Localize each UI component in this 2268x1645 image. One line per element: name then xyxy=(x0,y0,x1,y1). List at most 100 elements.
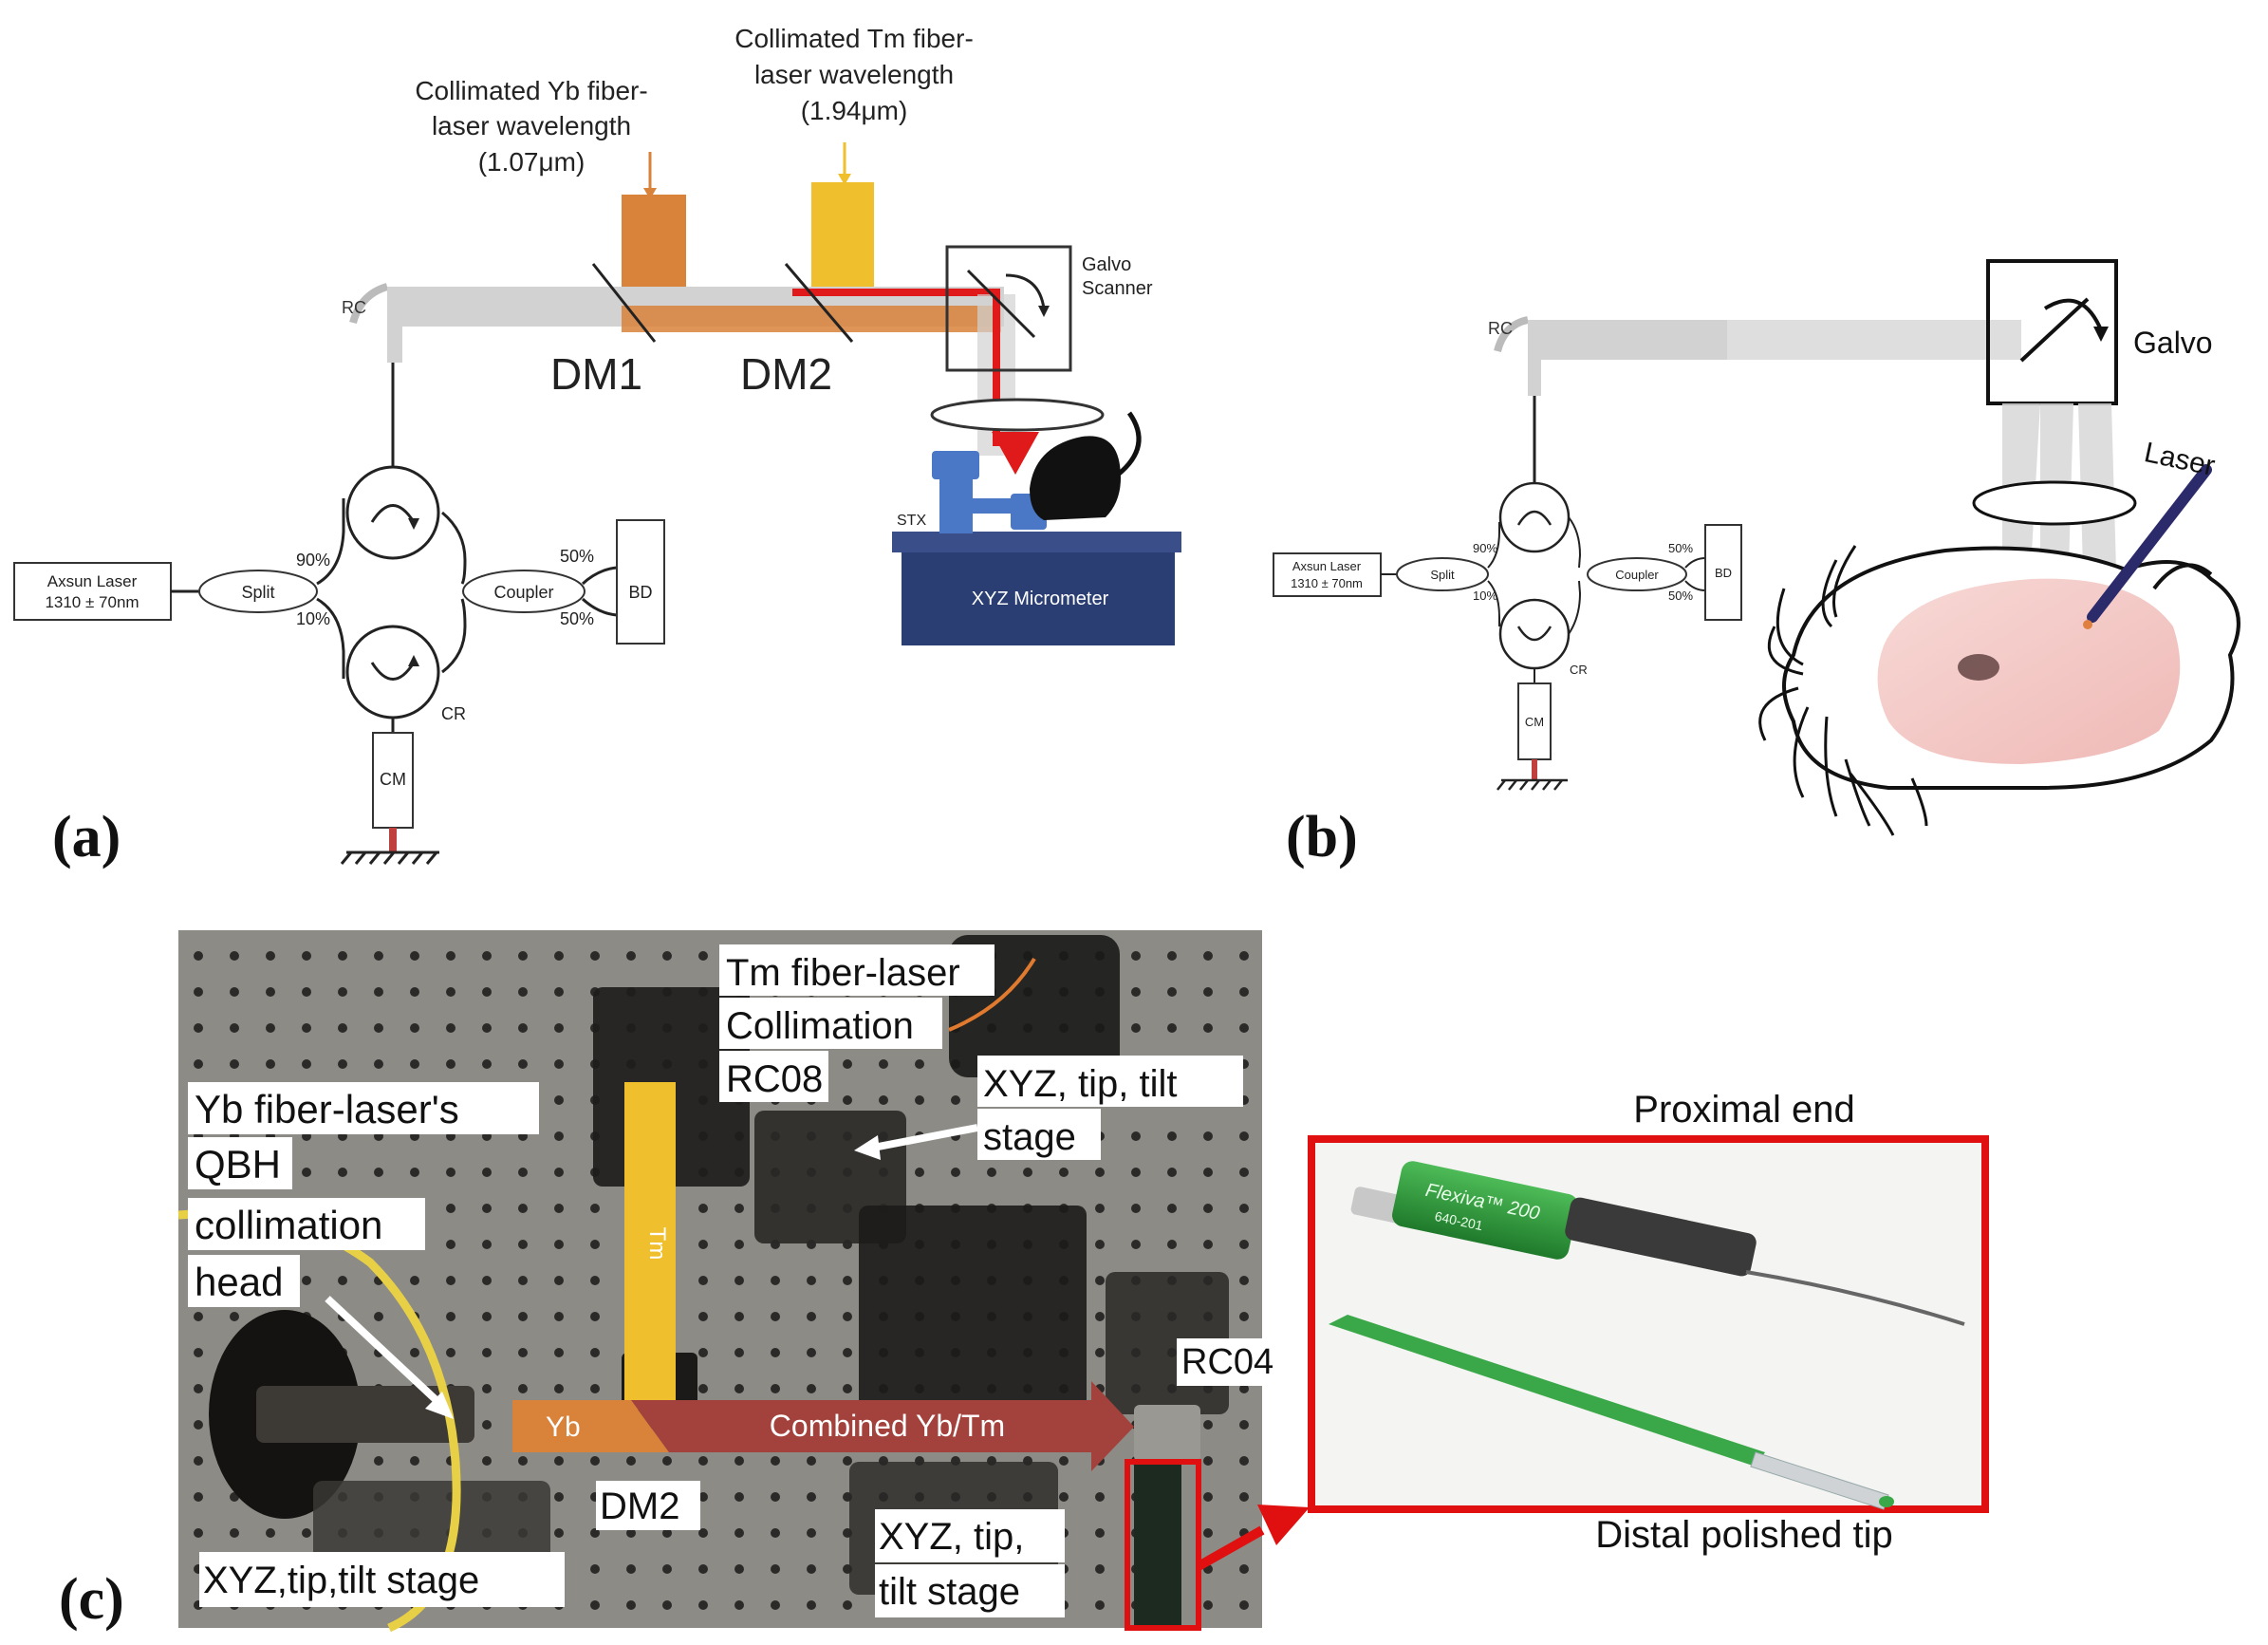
axsun-laser-b-line2: 1310 ± 70nm xyxy=(1291,576,1363,590)
tm-input-arrow-head xyxy=(838,174,851,185)
circulator-top-arrowhead xyxy=(408,518,419,530)
xyz-stage-left-label-bg xyxy=(199,1552,565,1607)
split-label-b: Split xyxy=(1430,568,1455,582)
tm-stage-pointer-arrow-head xyxy=(854,1135,881,1160)
laser-label-b: Laser xyxy=(2142,437,2218,482)
yb-qbh-label-bg1 xyxy=(188,1082,539,1134)
dm2-label: DM2 xyxy=(740,349,832,399)
yb-input-arrow-head xyxy=(643,188,657,199)
bd-box xyxy=(616,519,665,645)
fiber-coupler-to-bd-top xyxy=(581,566,618,586)
tissue-region xyxy=(1877,578,2181,764)
tm-collimation-line3: RC08 xyxy=(726,1058,823,1100)
coupler-b xyxy=(1587,557,1687,591)
xyz-micrometer-label: XYZ Micrometer xyxy=(972,589,1109,609)
inset-source-box xyxy=(1125,1459,1201,1631)
equipment-left-bar xyxy=(256,1386,474,1443)
coupler-label: Coupler xyxy=(493,583,553,602)
focused-beam xyxy=(992,432,1039,475)
rc-mirror xyxy=(349,283,389,325)
rc-mirror-b xyxy=(1494,316,1529,353)
axsun-laser-line2: 1310 ± 70nm xyxy=(45,593,139,611)
cm-label: CM xyxy=(380,770,406,789)
fiber-holder-vertical xyxy=(1134,1462,1181,1628)
fiber-tip-image xyxy=(1329,1315,1894,1510)
split-label: Split xyxy=(241,583,274,602)
fiber-bottom-circ-to-coupler-b xyxy=(1568,580,1582,635)
dm2-label-bg xyxy=(596,1481,700,1530)
panel-a: Collimated Yb fiber- laser wavelength (1… xyxy=(13,24,1181,869)
fiber-top-circ-to-coupler xyxy=(441,511,467,585)
yb-caption-line3: (1.07μm) xyxy=(478,147,586,177)
stx-label: STX xyxy=(897,513,926,529)
circulator-bottom-arrowhead xyxy=(408,655,419,666)
qbh-pointer-arrow-head xyxy=(425,1392,454,1419)
rc-label: RC xyxy=(342,298,366,317)
circulator-bottom-b xyxy=(1498,598,1571,670)
combined-beam-arrow xyxy=(631,1381,1134,1471)
axsun-laser-box-b xyxy=(1273,552,1382,597)
pct-50-top-label: 50% xyxy=(560,547,594,566)
xyz-stage-bottom-label-bg1 xyxy=(875,1509,1065,1562)
tm-beam-label: Tm xyxy=(644,1227,670,1261)
circulator-top-arrow xyxy=(370,504,416,523)
axsun-laser-b-line1: Axsun Laser xyxy=(1292,559,1362,573)
bd-box-b xyxy=(1704,524,1742,621)
fiber-top-circ-to-coupler-b xyxy=(1568,516,1582,569)
tm-collimation-label-bg3 xyxy=(719,1051,828,1102)
coupler-label-b: Coupler xyxy=(1615,568,1659,582)
panel-a-label: (a) xyxy=(52,805,121,869)
beam-orange xyxy=(622,306,1001,332)
fiber-bottom-circ-to-coupler xyxy=(441,598,467,674)
fiber-coupler-to-bd-bottom-b xyxy=(1684,580,1706,591)
tm-stage-pointer-arrow xyxy=(867,1124,978,1152)
tm-collimation-label-bg2 xyxy=(719,998,942,1049)
focusing-lens-b xyxy=(1972,480,2137,526)
equipment-center-mount xyxy=(859,1206,1087,1414)
xyz-stage-top-label-bg2 xyxy=(977,1109,1101,1160)
tm-laser-block xyxy=(811,182,874,291)
galvo-rotation-arrow xyxy=(1005,273,1046,309)
stereotaxic-knob xyxy=(932,451,979,479)
circulator-bottom-arrow-b xyxy=(1516,626,1552,642)
distal-tip-label: Distal polished tip xyxy=(1595,1514,1893,1556)
galvo-label-b: Galvo xyxy=(2133,326,2213,360)
galvo-scanner-label-1: Galvo xyxy=(1082,254,1131,275)
circulator-top-b xyxy=(1498,481,1571,553)
focusing-lens xyxy=(930,398,1105,432)
equipment-rc04 xyxy=(1134,1405,1200,1462)
laser-probe xyxy=(2087,464,2212,623)
galvo-rotation-arrow-head-b xyxy=(2093,327,2109,342)
xyz-stage-bottom-line1: XYZ, tip, xyxy=(879,1516,1024,1558)
beam-drop-grey xyxy=(387,287,402,363)
whiskers-icon xyxy=(1758,545,1928,836)
proximal-end-label: Proximal end xyxy=(1633,1089,1854,1131)
galvo-mirror-b xyxy=(2019,297,2090,363)
tm-caption-line3: (1.94μm) xyxy=(801,96,908,125)
galvo-scanner-label-2: Scanner xyxy=(1082,278,1153,299)
cr-label: CR xyxy=(441,704,466,723)
tm-collimation-label-bg1 xyxy=(719,944,995,996)
yb-qbh-label-bg4 xyxy=(188,1255,300,1307)
pct-50-bottom-label: 50% xyxy=(560,609,594,628)
fiber-split-to-bottom-circ xyxy=(316,597,345,679)
dm1-mirror xyxy=(591,263,657,343)
stereotaxic-arm xyxy=(939,475,973,533)
cr-label-b: CR xyxy=(1570,663,1588,677)
fiber-split-to-top-circ xyxy=(316,498,345,586)
xyz-micrometer xyxy=(902,543,1175,645)
cm-label-b: CM xyxy=(1525,715,1544,729)
fiber-split-to-bottom-circ-b xyxy=(1487,580,1500,626)
pct-90-label-b: 90% xyxy=(1473,541,1497,555)
xyz-micrometer-top xyxy=(892,532,1181,552)
yb-qbh-label-bg3 xyxy=(188,1198,425,1250)
pct-50-top-label-b: 50% xyxy=(1668,541,1693,555)
yb-qbh-label-bg2 xyxy=(188,1137,292,1189)
qbh-pointer-arrow xyxy=(325,1296,444,1408)
yb-qbh-line4: head xyxy=(195,1260,283,1304)
yb-laser-block xyxy=(622,195,686,290)
xyz-stage-top-label-bg1 xyxy=(977,1056,1243,1107)
bd-label: BD xyxy=(628,583,652,602)
tm-caption-line2: laser wavelength xyxy=(754,60,954,89)
ear-outline xyxy=(2152,563,2213,590)
